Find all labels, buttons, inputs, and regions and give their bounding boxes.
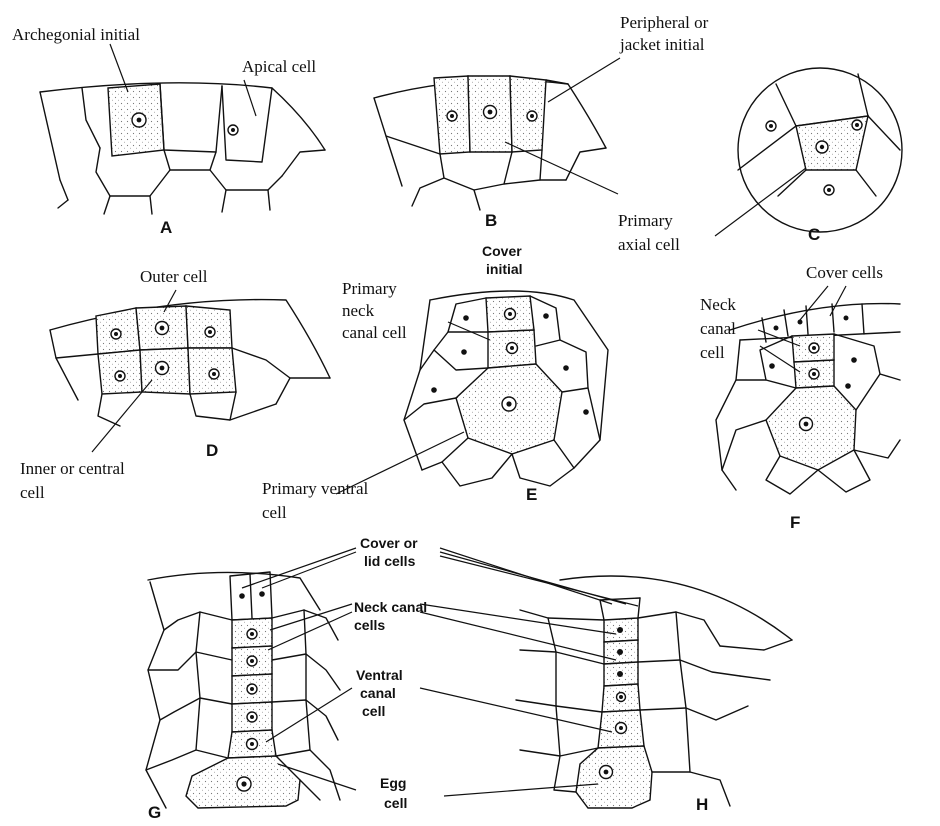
panel-f: Cover cells Neck canal cell F bbox=[700, 263, 900, 532]
label-neck-canal-3: cell bbox=[700, 343, 725, 362]
label-egg-cell-1: Egg bbox=[380, 775, 406, 791]
panel-letter-e: E bbox=[526, 485, 537, 504]
label-neck-canal-1: Neck bbox=[700, 295, 736, 314]
label-peripheral-2: jacket initial bbox=[619, 35, 705, 54]
label-inner-central-2: cell bbox=[20, 483, 45, 502]
label-primary-neck-3: canal cell bbox=[342, 323, 407, 342]
label-ventral-canal-1: Ventral bbox=[356, 667, 403, 683]
label-neck-canal-cells-2: cells bbox=[354, 617, 385, 633]
label-primary-axial-2: axial cell bbox=[618, 235, 680, 254]
label-primary-ventral-2: cell bbox=[262, 503, 287, 522]
label-neck-canal-cells-1: Neck canal bbox=[354, 599, 427, 615]
label-primary-ventral-1: Primary ventral bbox=[262, 479, 368, 498]
label-archegonial-initial: Archegonial initial bbox=[12, 25, 140, 44]
panel-a: Archegonial initial Apical cell A bbox=[12, 25, 325, 237]
label-outer-cell: Outer cell bbox=[140, 267, 208, 286]
label-apical-cell: Apical cell bbox=[242, 57, 316, 76]
panel-letter-d: D bbox=[206, 441, 218, 460]
label-cover-cells: Cover cells bbox=[806, 263, 883, 282]
label-primary-neck-1: Primary bbox=[342, 279, 397, 298]
label-cover-initial-1: Cover bbox=[482, 243, 522, 259]
label-cover-lid-2: lid cells bbox=[364, 553, 416, 569]
panel-letter-g: G bbox=[148, 803, 161, 822]
label-cover-lid-1: Cover or bbox=[360, 535, 418, 551]
label-peripheral-1: Peripheral or bbox=[620, 13, 709, 32]
label-egg-cell-2: cell bbox=[384, 795, 407, 811]
label-cover-initial-2: initial bbox=[486, 261, 523, 277]
panel-h: H bbox=[516, 576, 792, 814]
panel-c: C bbox=[715, 68, 902, 244]
panel-d: Outer cell Inner or central cell D bbox=[20, 267, 330, 502]
panel-b: Peripheral or jacket initial Primary axi… bbox=[374, 13, 709, 254]
label-primary-axial-1: Primary bbox=[618, 211, 673, 230]
label-primary-neck-2: neck bbox=[342, 301, 375, 320]
panel-letter-f: F bbox=[790, 513, 800, 532]
panel-letter-a: A bbox=[160, 218, 172, 237]
label-ventral-canal-2: canal bbox=[360, 685, 396, 701]
panel-e: Cover initial Primary neck canal cell Pr… bbox=[262, 243, 608, 522]
egg-cell-h bbox=[576, 746, 652, 808]
panel-letter-b: B bbox=[485, 211, 497, 230]
label-ventral-canal-3: cell bbox=[362, 703, 385, 719]
label-neck-canal-2: canal bbox=[700, 319, 736, 338]
panel-letter-c: C bbox=[808, 225, 820, 244]
panel-letter-h: H bbox=[696, 795, 708, 814]
label-inner-central-1: Inner or central bbox=[20, 459, 125, 478]
panel-g: G bbox=[146, 572, 340, 822]
